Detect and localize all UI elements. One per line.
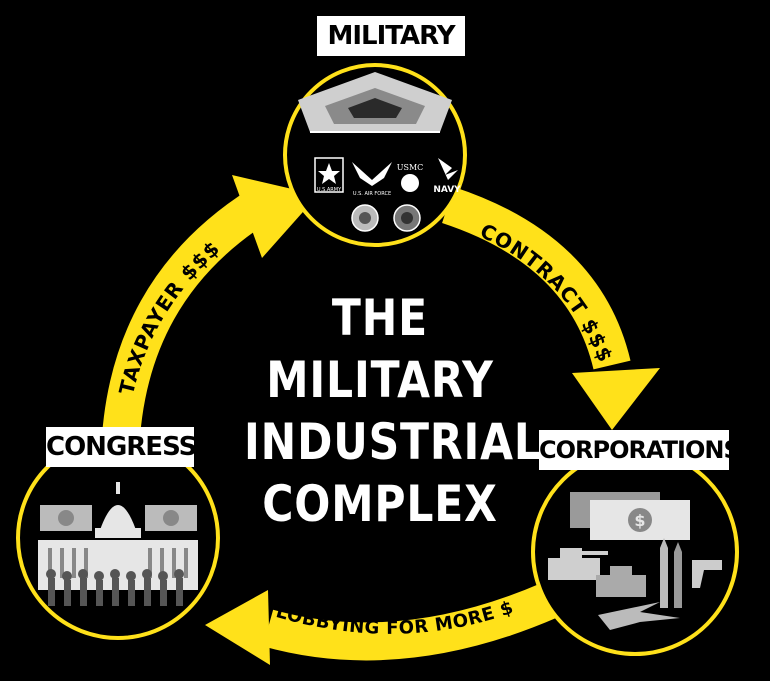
tank-icon [596,575,646,597]
title-line-2: MILITARY [266,351,494,409]
title-line-4: COMPLEX [262,475,498,533]
seal-air-force: U.S. AIR FORCE [353,191,391,197]
seal-usmc: USMC [397,163,424,172]
missile-icon [674,552,682,608]
seal-army: U.S.ARMY [317,187,342,193]
node-military: U.S.ARMY U.S. AIR FORCE USMC NAVY [283,63,467,247]
air-force-wings-icon [352,162,392,186]
fighter-jet-icon [598,602,680,630]
pentagon-building-icon [298,72,452,133]
usmc-emblem-icon [401,174,419,192]
navy-eagle-icon [438,158,458,180]
military-seals: U.S.ARMY U.S. AIR FORCE USMC NAVY [314,157,461,232]
missile-icon [660,548,668,608]
node-label-military: MILITARY [317,16,465,56]
weapons-and-money-icon: $ [548,492,722,630]
title-line-3: INDUSTRIAL [244,413,542,471]
tank-icon [548,558,600,580]
seal-navy: NAVY [433,185,461,195]
star-icon [318,163,340,184]
svg-text:$: $ [634,511,645,530]
title-line-1: THE [331,289,429,347]
node-congress [16,436,220,640]
node-corporations: $ [531,448,739,656]
people-silhouettes-icon [46,569,184,606]
capitol-building-icon [38,482,198,606]
node-label-corporations: CORPORATIONS [539,430,741,470]
node-label-congress: CONGRESS [46,427,197,467]
handgun-icon [692,560,722,588]
